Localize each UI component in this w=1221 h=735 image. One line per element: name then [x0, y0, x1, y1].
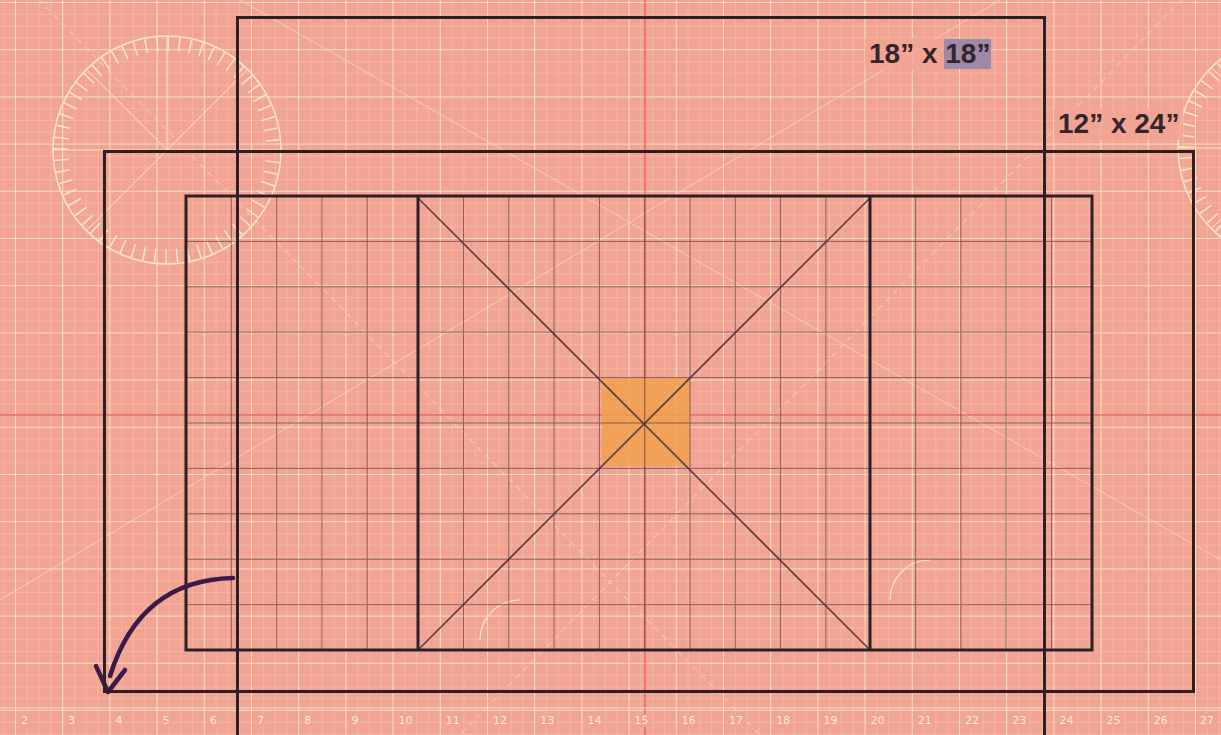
ruler-number: 2 [19, 714, 30, 727]
ruler-number: 20 [869, 714, 887, 727]
ruler-number: 7 [255, 714, 266, 727]
ruler-number: 13 [538, 714, 556, 727]
ruler-number: 18 [774, 714, 792, 727]
ruler-number: 19 [821, 714, 839, 727]
ruler-number: 22 [963, 714, 981, 727]
square-template: 18” x 18” [236, 16, 1046, 735]
ruler-number: 17 [727, 714, 745, 727]
size-label: 12” x 24” [1054, 108, 1183, 140]
rectangle-template: 12” x 24” [103, 150, 1195, 693]
size-label: 18” x 18” [865, 38, 994, 70]
ruler-number: 4 [113, 714, 124, 727]
ruler-number: 14 [585, 714, 603, 727]
ruler-number: 11 [444, 714, 462, 727]
ruler-number: 16 [680, 714, 698, 727]
ruler-number: 27 [1198, 714, 1216, 727]
ruler-number: 3 [66, 714, 77, 727]
ruler-number: 15 [633, 714, 651, 727]
ruler-number: 25 [1105, 714, 1123, 727]
ruler-number: 21 [916, 714, 934, 727]
ruler-number: 24 [1057, 714, 1075, 727]
ruler-number: 5 [161, 714, 172, 727]
ruler-number: 26 [1152, 714, 1170, 727]
ruler-number: 12 [491, 714, 509, 727]
ruler-number: 23 [1010, 714, 1028, 727]
ruler-number: 6 [208, 714, 219, 727]
ruler-number: 9 [349, 714, 360, 727]
ruler-number: 8 [302, 714, 313, 727]
ruler-number: 10 [397, 714, 415, 727]
